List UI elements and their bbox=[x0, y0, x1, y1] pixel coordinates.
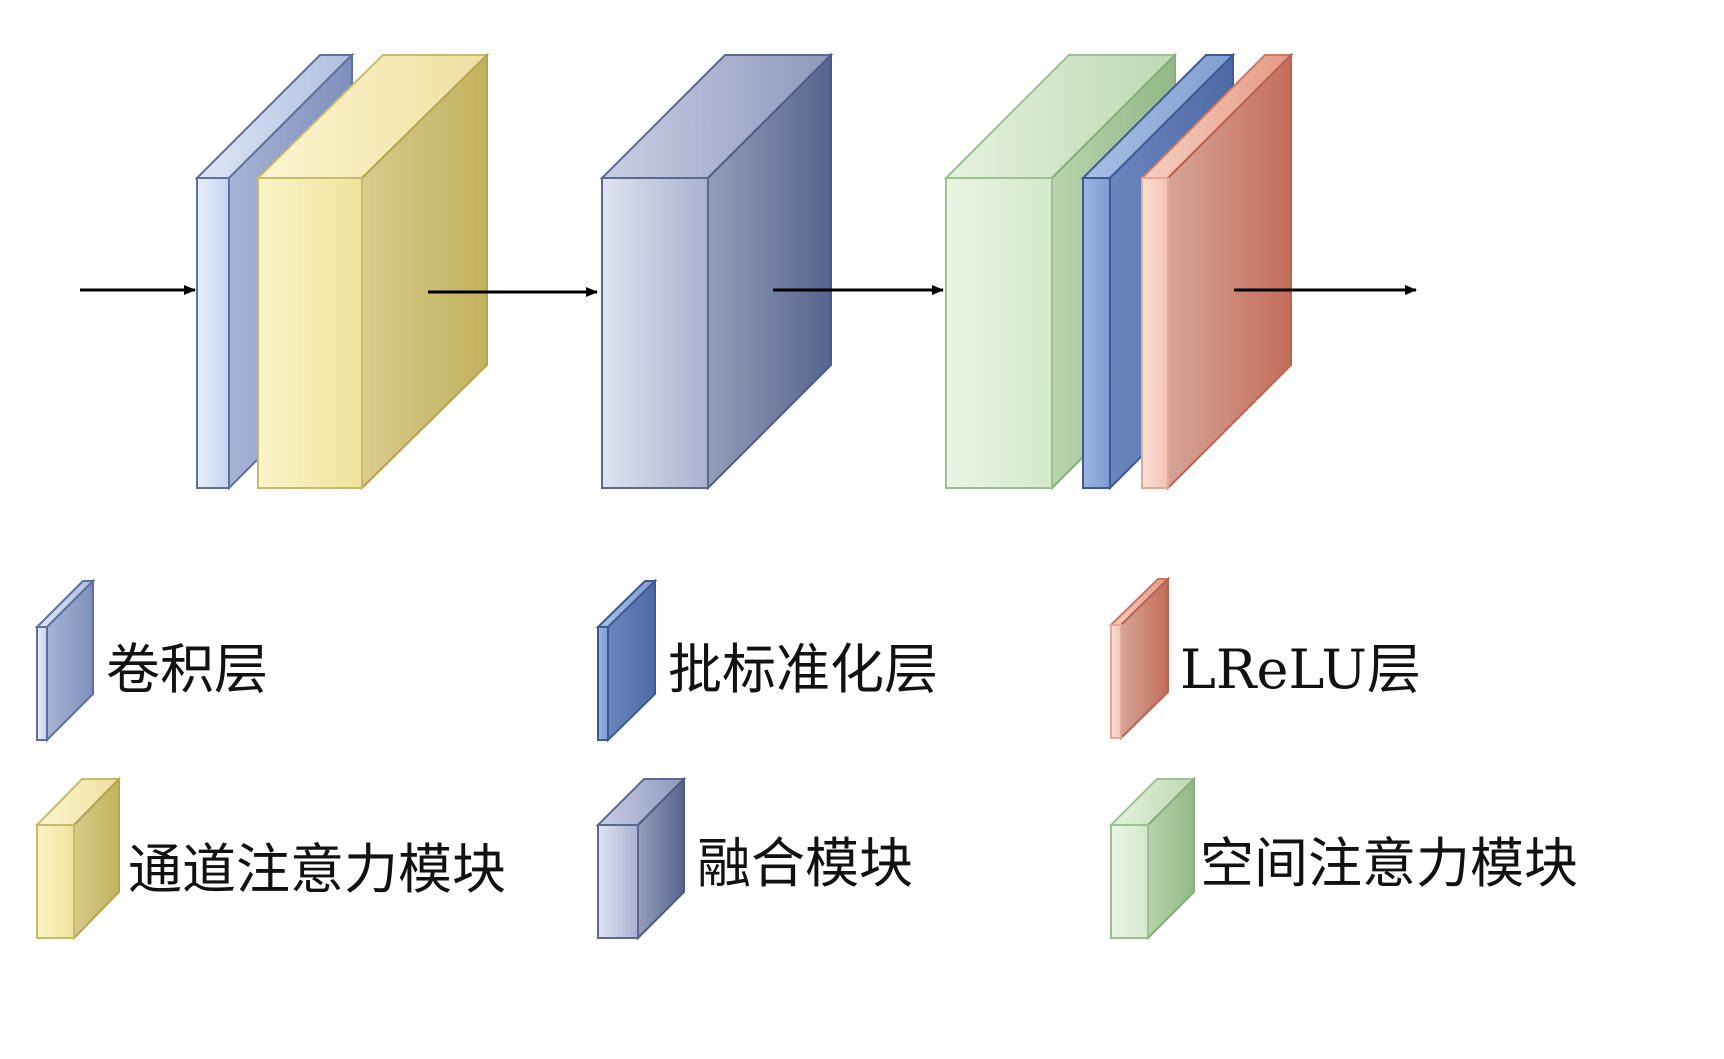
legend-batchnorm-label: 批标准化层 bbox=[668, 638, 938, 701]
lrelu-layer-block bbox=[1139, 52, 1294, 491]
legend-fusion-icon bbox=[595, 776, 687, 941]
legend-spatial-attention-label: 空间注意力模块 bbox=[1200, 832, 1578, 895]
legend-fusion-label: 融合模块 bbox=[697, 832, 913, 895]
legend-batchnorm-icon bbox=[595, 578, 658, 743]
legend-lrelu-label: LReLU层 bbox=[1180, 638, 1421, 701]
channel-attention-block bbox=[255, 52, 490, 491]
legend-lrelu-icon bbox=[1108, 576, 1171, 741]
legend-spatial-attention-icon bbox=[1108, 776, 1197, 941]
legend-conv-label: 卷积层 bbox=[106, 638, 268, 701]
legend-channel-attention-label: 通道注意力模块 bbox=[128, 838, 506, 901]
legend-channel-attention-icon bbox=[34, 776, 122, 941]
legend-conv-icon bbox=[34, 578, 96, 743]
fusion-block bbox=[599, 52, 834, 491]
